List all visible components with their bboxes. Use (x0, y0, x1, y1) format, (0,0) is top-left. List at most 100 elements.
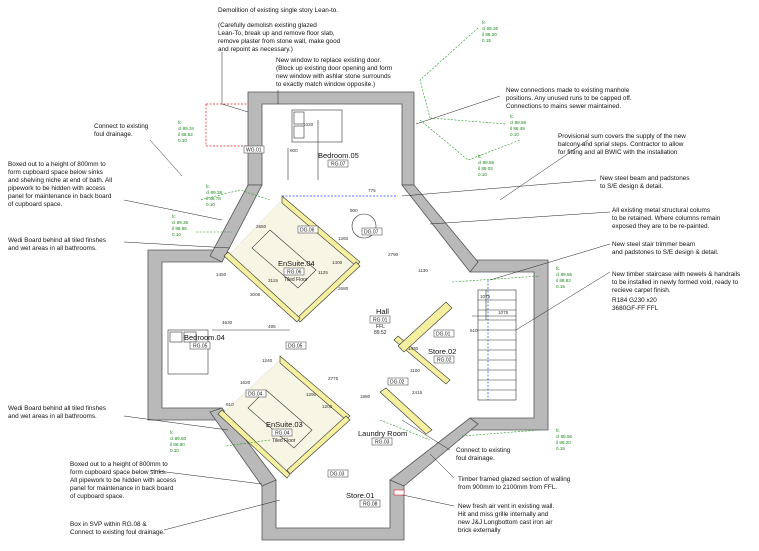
svg-text:exposed they are to be re-pain: exposed they are to be re-painted. (612, 223, 710, 230)
wall-top-wing (247, 91, 415, 186)
svg-text:Connections to mains sewer mai: Connections to mains sewer maintained. (506, 103, 621, 110)
note-trimmer: New steel stair trimmer beam and padston… (612, 241, 719, 256)
svg-text:for fitting and all BWIC with: for fitting and all BWIC with the instal… (558, 149, 678, 156)
hall-ffl: FFL (376, 324, 385, 330)
room-ensuite04: EnSuite.04 (278, 259, 315, 268)
svg-text:New connections made to existi: New connections made to existing manhole (506, 87, 630, 94)
svg-text:il 88.83: il 88.83 (556, 278, 571, 283)
svg-text:to S/E design & detail.: to S/E design & detail. (600, 183, 663, 190)
svg-text:0.15: 0.15 (556, 446, 565, 451)
svg-text:and shelving niche at end of b: and shelving niche at end of bath. All (8, 177, 112, 184)
svg-text:panel for maintenance in back: panel for maintenance in back board (70, 485, 174, 492)
svg-text:3005: 3005 (250, 292, 261, 297)
svg-text:610: 610 (470, 328, 478, 333)
svg-text:remove plaster from stone wall: remove plaster from stone wall, make goo… (218, 38, 341, 45)
svg-text:to exactly match window opposi: to exactly match window opposite.) (276, 81, 375, 88)
svg-text:Boxed out to a height of 800mm: Boxed out to a height of 800mm to (70, 461, 168, 468)
svg-text:Hit and miss grille internally: Hit and miss grille internally and (458, 511, 549, 518)
svg-text:panel for maintenance in back: panel for maintenance in back board (8, 193, 112, 200)
tag-dg07: DG.07 (364, 230, 379, 236)
staircase (477, 289, 517, 401)
tag-rg02: RG.02 (437, 358, 452, 364)
level-l5: fc cl 89.38 il 88.78 0.10 (206, 184, 223, 207)
svg-text:and padstones to S/E design &: and padstones to S/E design & detail. (612, 249, 719, 256)
svg-text:2680: 2680 (338, 286, 349, 291)
svg-text:1400: 1400 (332, 260, 343, 265)
svg-text:cl 89.58: cl 89.58 (510, 120, 527, 125)
tag-wg01: WG.01 (246, 148, 262, 154)
svg-text:495: 495 (268, 324, 276, 329)
note-fresh-air: New fresh air vent in existing wall. Hit… (458, 503, 554, 534)
room-store01: Store.01 (346, 491, 374, 500)
svg-text:0.15: 0.15 (482, 38, 491, 43)
svg-text:cl 89.38: cl 89.38 (206, 190, 223, 195)
svg-text:Wedi Board behind all tiled fi: Wedi Board behind all tiled finshes (8, 237, 106, 244)
dimensions: 1020 900 775 900 1260 2790 2650 1450 311… (216, 122, 509, 409)
svg-text:il 88.66: il 88.66 (172, 226, 187, 231)
svg-text:Boxed out to a height of 800mm: Boxed out to a height of 800mm to (8, 161, 106, 168)
wall-diag-br (389, 417, 479, 487)
svg-text:900: 900 (350, 208, 358, 213)
svg-text:cl 89.56: cl 89.56 (556, 272, 573, 277)
bath-outline-03 (247, 389, 313, 449)
svg-text:fc: fc (556, 266, 560, 271)
svg-text:775: 775 (368, 188, 376, 193)
dimension-lines (212, 120, 516, 331)
building-walls (147, 91, 549, 541)
note-foul-top: Connect to existing foul drainage. (94, 123, 149, 138)
svg-text:4630: 4630 (222, 320, 233, 325)
svg-text:and repoint as necessary.): and repoint as necessary.) (218, 46, 293, 53)
svg-text:recieve carpet finish.: recieve carpet finish. (612, 287, 671, 294)
svg-text:All pipework to be hidden with: All pipework to be hidden with access (70, 477, 176, 484)
note-columns: All existing metal structural colums to … (612, 207, 721, 230)
svg-text:il 88.80: il 88.80 (170, 442, 185, 447)
bath-outline-04 (251, 229, 317, 289)
svg-text:balcony and sprial steps. Cont: balcony and sprial steps. Contractor to … (558, 141, 684, 148)
svg-text:3115: 3115 (268, 278, 278, 283)
svg-text:foul drainage.: foul drainage. (94, 131, 133, 138)
svg-text:brick externally: brick externally (458, 527, 501, 534)
svg-text:fc: fc (556, 428, 560, 433)
svg-text:0.10: 0.10 (510, 132, 519, 137)
svg-text:of cupboard space.: of cupboard space. (70, 493, 125, 500)
note-timber-glazed: Timber framed glazed section of walling … (458, 476, 571, 491)
svg-text:New fresh air vent in existing: New fresh air vent in existing wall. (458, 503, 554, 510)
note-window: New window to replace existing door. (Bl… (276, 57, 392, 88)
hall-level: 89.52 (374, 330, 387, 336)
svg-text:new window with ashlar stone s: new window with ashlar stone surrounds (276, 73, 391, 80)
tag-rg06: RG.06 (287, 270, 302, 276)
svg-text:New window to replace existing: New window to replace existing door. (276, 57, 381, 64)
svg-text:1075: 1075 (498, 310, 509, 315)
svg-text:il 88.49: il 88.49 (510, 126, 525, 131)
svg-text:fc: fc (172, 214, 176, 219)
svg-text:cl 89.36: cl 89.36 (172, 220, 189, 225)
svg-text:from 900mm to 2100mm from FFL.: from 900mm to 2100mm from FFL. (458, 484, 557, 491)
svg-text:1290: 1290 (306, 392, 317, 397)
column-circle (351, 213, 377, 239)
svg-text:fc: fc (478, 154, 482, 159)
svg-text:1125: 1125 (318, 270, 328, 275)
svg-text:(Carefully demolish existing g: (Carefully demolish existing glazed (218, 22, 317, 29)
svg-text:cl 89.55: cl 89.55 (478, 160, 495, 165)
svg-text:1100: 1100 (410, 368, 420, 373)
svg-text:Provisional sum covers the sup: Provisional sum covers the supply of the… (558, 133, 686, 140)
svg-text:fc: fc (178, 120, 182, 125)
svg-text:1020: 1020 (303, 122, 314, 127)
svg-text:0.10: 0.10 (478, 172, 487, 177)
svg-text:R184 G230 x20: R184 G230 x20 (612, 297, 657, 304)
note-steel-beam: New steel beam and padstones to S/E desi… (600, 175, 690, 190)
svg-text:cl 89.34: cl 89.34 (178, 126, 195, 131)
level-l1: fc cl 89.35 il 88.20 0.15 (482, 20, 499, 43)
svg-text:Demolition of existing single: Demolition of existing single story Lean… (218, 7, 338, 14)
tag-dg01: DG.01 (436, 332, 451, 338)
svg-text:fc: fc (206, 184, 210, 189)
svg-text:900: 900 (290, 148, 298, 153)
svg-text:foul drainage.: foul drainage. (456, 455, 495, 462)
store-partitions (379, 301, 453, 435)
svg-text:Wedi Board behind all tiled fi: Wedi Board behind all tiled finshes (8, 405, 106, 412)
wall-diag-tl (209, 184, 263, 263)
svg-text:il 88.20: il 88.20 (482, 32, 497, 37)
svg-text:fc: fc (510, 114, 514, 119)
level-l2: fc cl 89.34 il 88.52 0.10 (178, 120, 195, 143)
